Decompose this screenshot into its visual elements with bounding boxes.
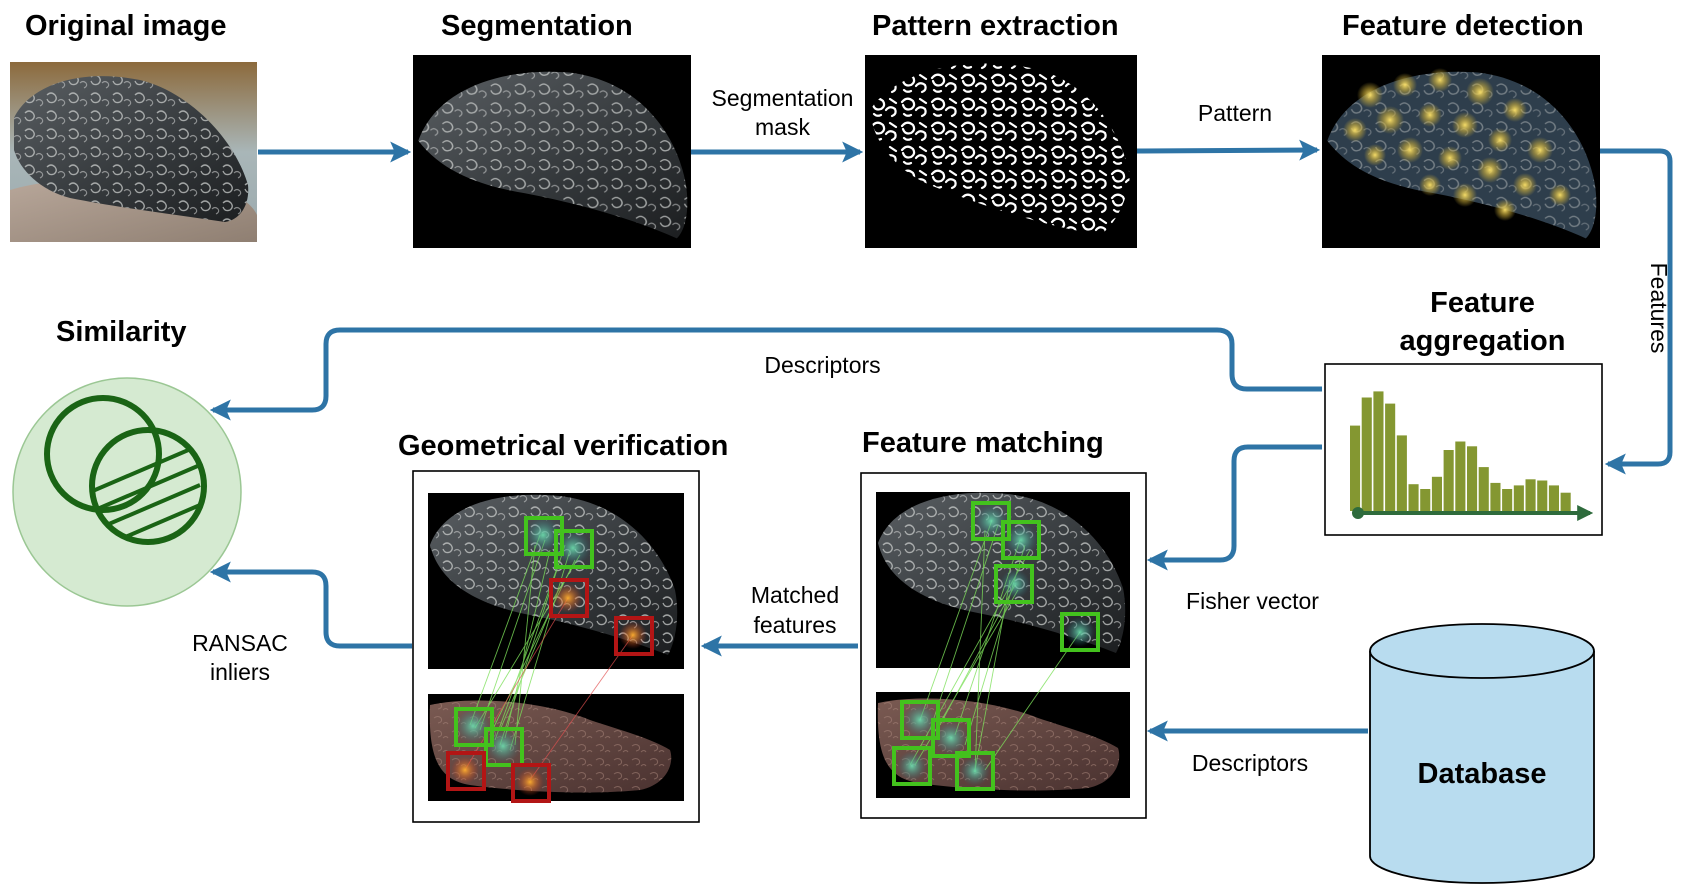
original-image — [10, 62, 257, 242]
feature-aggregation-title-line2: aggregation — [1399, 325, 1566, 357]
geometrical-verification-title: Geometrical verification — [398, 430, 729, 462]
histogram-bar — [1420, 489, 1431, 511]
histogram-bar — [1537, 480, 1548, 511]
edge-label-ransac-inliers-2: inliers — [209, 659, 271, 685]
database-icon — [1369, 623, 1595, 884]
feature-matching-title: Feature matching — [862, 427, 1104, 459]
edge-label-features: Features — [1646, 262, 1672, 354]
histogram-bar — [1525, 479, 1536, 511]
feature-aggregation-box — [1324, 363, 1603, 536]
edge-label-segmentation-mask-2: mask — [755, 114, 810, 140]
histogram-bar — [1431, 476, 1442, 511]
histogram-bar — [1408, 484, 1419, 511]
edge-label-descriptors-bottom: Descriptors — [1191, 750, 1309, 776]
similarity-icon — [12, 377, 242, 607]
histogram-bar — [1478, 467, 1489, 511]
database-label: Database — [1417, 758, 1547, 790]
edge-label-fisher-vector: Fisher vector — [1186, 588, 1319, 614]
edge-label-matched-features-1: Matched — [750, 582, 840, 608]
histogram-bars — [1350, 391, 1571, 511]
feature-aggregation-title-line1: Feature — [1430, 287, 1535, 319]
histogram-bar — [1467, 446, 1478, 511]
pattern-image — [865, 55, 1137, 248]
histogram-bar — [1373, 391, 1384, 511]
histogram-bar — [1502, 489, 1513, 511]
edge-label-descriptors-top: Descriptors — [764, 352, 881, 378]
edge-label-segmentation-mask-1: Segmentation — [711, 85, 854, 111]
arrow-aggregation-to-similarity — [209, 327, 1322, 421]
histogram-bar — [1455, 441, 1466, 511]
arrow-aggregation-to-matching — [1146, 444, 1322, 571]
histogram-bar — [1513, 485, 1524, 511]
feature-detection-image — [1322, 55, 1600, 248]
segmentation-image — [413, 55, 691, 248]
histogram-bar — [1443, 450, 1454, 511]
edge-label-ransac-inliers-1: RANSAC — [192, 630, 288, 656]
feature-detection-title: Feature detection — [1342, 10, 1584, 42]
histogram-bar — [1385, 403, 1396, 511]
original-image-title: Original image — [25, 10, 227, 42]
histogram-bar — [1361, 397, 1372, 511]
edge-label-pattern: Pattern — [1197, 100, 1273, 126]
pattern-extraction-title: Pattern extraction — [872, 10, 1119, 42]
arrow-pattern-to-detection — [1136, 139, 1321, 161]
edge-label-matched-features-2: features — [753, 612, 837, 638]
arrow-verification-to-similarity — [209, 561, 412, 649]
histogram-bar — [1560, 492, 1571, 511]
geometrical-verification-box — [412, 470, 700, 823]
histogram-bar — [1396, 435, 1407, 511]
feature-matching-box — [860, 472, 1147, 819]
similarity-title: Similarity — [56, 316, 187, 348]
histogram-bar — [1548, 485, 1559, 511]
histogram-bar — [1350, 425, 1361, 511]
segmentation-title: Segmentation — [441, 10, 633, 42]
histogram-bar — [1490, 482, 1501, 511]
arrow-detection-to-aggregation — [1600, 148, 1673, 475]
